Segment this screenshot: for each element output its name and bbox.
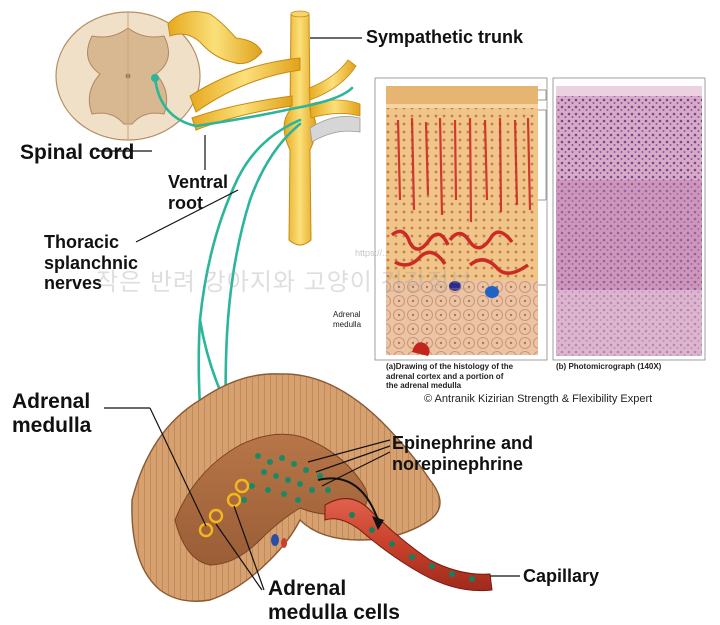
label-capillary: Capillary bbox=[523, 566, 600, 586]
label-cells-line2: medulla cells bbox=[268, 601, 400, 625]
caption-a: (a)Drawing of the histology of the adren… bbox=[386, 362, 513, 391]
caption-a-line3: the adrenal medulla bbox=[386, 381, 462, 391]
caption-a-line1: (a)Drawing of the histology of the bbox=[386, 362, 514, 371]
secretion-arrow bbox=[317, 477, 384, 530]
label-sympathetic-trunk: Sympathetic trunk bbox=[366, 27, 524, 47]
label-spinal-cord: Spinal cord bbox=[20, 141, 135, 164]
hormone-granules bbox=[241, 453, 331, 503]
capillary bbox=[324, 498, 493, 592]
spinal-cord bbox=[55, 11, 201, 141]
cell-body-dot bbox=[151, 74, 159, 82]
label-adrenal-medulla: Adrenal medulla bbox=[12, 390, 91, 438]
label-thoracic-splanchnic-nerves: Thoracic splanchnic nerves bbox=[44, 232, 138, 294]
label-ventral-root-line2: root bbox=[168, 192, 203, 213]
adrenal-medulla-cells bbox=[198, 478, 250, 538]
label-adrenal-medulla-cells: Adrenal medulla cells bbox=[268, 577, 400, 625]
label-epi-line1: Epinephrine and bbox=[392, 433, 534, 453]
label-thoracic-line2: splanchnic bbox=[44, 252, 139, 273]
label-ventral-root-line1: Ventral bbox=[168, 172, 229, 192]
watermark-text: 작은 반려 강아지와 고양이 건강정보 bbox=[96, 269, 473, 296]
label-adrenal-medulla-line2: medulla bbox=[12, 414, 92, 438]
adrenal-gland bbox=[131, 373, 441, 602]
label-epi-line2: norepinephrine bbox=[392, 453, 524, 474]
photomicrograph-panel bbox=[552, 77, 706, 361]
label-adrenal-medulla-line1: Adrenal bbox=[12, 390, 91, 413]
leader-lines bbox=[96, 37, 520, 591]
watermark-url: https://... bbox=[355, 248, 390, 258]
label-epinephrine-norepinephrine: Epinephrine and norepinephrine bbox=[392, 433, 533, 474]
inset-adrenal-medulla-label: Adrenal medulla bbox=[333, 310, 361, 329]
label-thoracic-line1: Thoracic bbox=[44, 232, 120, 252]
copyright-notice: © Antranik Kizirian Strength & Flexibili… bbox=[424, 393, 653, 405]
label-ventral-root: Ventral root bbox=[168, 172, 228, 213]
caption-a-line2: adrenal cortex and a portion of bbox=[386, 371, 504, 381]
histology-drawing-panel bbox=[374, 77, 548, 361]
label-cells-line1: Adrenal bbox=[268, 577, 347, 600]
inset-label-line1: Adrenal bbox=[333, 310, 361, 319]
caption-b: (b) Photomicrograph (140X) bbox=[556, 362, 662, 371]
inset-label-line2: medulla bbox=[333, 319, 362, 329]
label-thoracic-line3: nerves bbox=[44, 273, 103, 294]
